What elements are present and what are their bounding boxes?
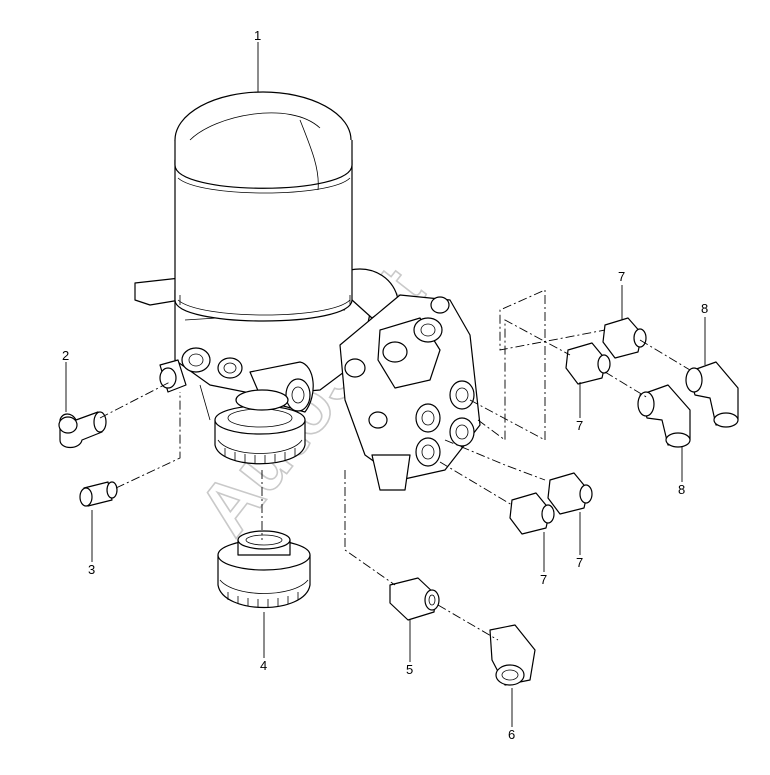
elbow-8-right — [685, 361, 739, 428]
callout-7-low: 7 — [576, 555, 583, 570]
callout-1: 1 — [254, 28, 261, 43]
callout-7-bottom: 7 — [540, 572, 547, 587]
protection-valve — [339, 294, 481, 491]
cap-4 — [217, 530, 311, 609]
callouts: 1 2 3 4 5 6 7 7 7 7 8 8 — [62, 28, 708, 742]
callout-8-right: 8 — [701, 301, 708, 316]
fitting-7-top — [602, 317, 647, 359]
callout-4: 4 — [260, 658, 267, 673]
leader-lines — [65, 42, 706, 727]
elbow-8-left — [637, 384, 691, 448]
callout-7-top: 7 — [618, 269, 625, 284]
callout-2: 2 — [62, 348, 69, 363]
fitting-7-low — [547, 472, 593, 515]
callout-3: 3 — [88, 562, 95, 577]
callout-7-mid: 7 — [576, 418, 583, 433]
callout-5: 5 — [406, 662, 413, 677]
callout-6: 6 — [508, 727, 515, 742]
fitting-5 — [389, 577, 440, 621]
elbow-6 — [489, 624, 536, 686]
assembly-lines — [99, 289, 691, 641]
dryer-canister — [174, 91, 353, 322]
callout-8-left: 8 — [678, 482, 685, 497]
housing-bottom-cap — [214, 389, 306, 465]
straight-fitting-3 — [79, 481, 118, 507]
elbow-fitting-2 — [58, 411, 107, 449]
fitting-7-mid — [565, 342, 611, 385]
fitting-7-bottom — [509, 492, 555, 535]
